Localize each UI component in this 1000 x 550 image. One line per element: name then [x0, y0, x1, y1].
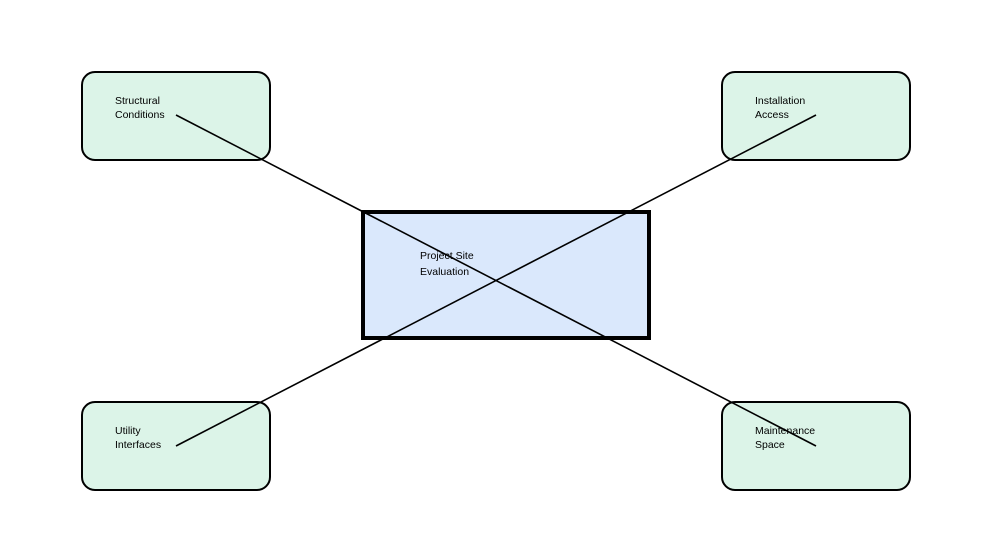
label-line: Space — [755, 439, 785, 451]
node-maintenance-space — [721, 401, 911, 491]
label-line: Installation — [755, 95, 806, 107]
label-line: Access — [755, 109, 789, 121]
label-line: Conditions — [115, 109, 165, 121]
label-installation-access: Installation Access — [755, 94, 805, 122]
label-maintenance-space: Maintenance Space — [755, 424, 815, 452]
node-structural-conditions — [81, 71, 271, 161]
label-line: Maintenance — [755, 425, 816, 437]
label-line: Evaluation — [420, 266, 470, 278]
label-line: Project Site — [420, 250, 474, 262]
node-project-site-evaluation — [361, 210, 651, 340]
label-project-site-evaluation: Project Site Evaluation — [420, 248, 474, 280]
label-structural-conditions: Structural Conditions — [115, 94, 165, 122]
label-line: Interfaces — [115, 439, 162, 451]
node-installation-access — [721, 71, 911, 161]
label-utility-interfaces: Utility Interfaces — [115, 424, 161, 452]
label-line: Utility — [115, 425, 141, 437]
label-line: Structural — [115, 95, 160, 107]
node-utility-interfaces — [81, 401, 271, 491]
